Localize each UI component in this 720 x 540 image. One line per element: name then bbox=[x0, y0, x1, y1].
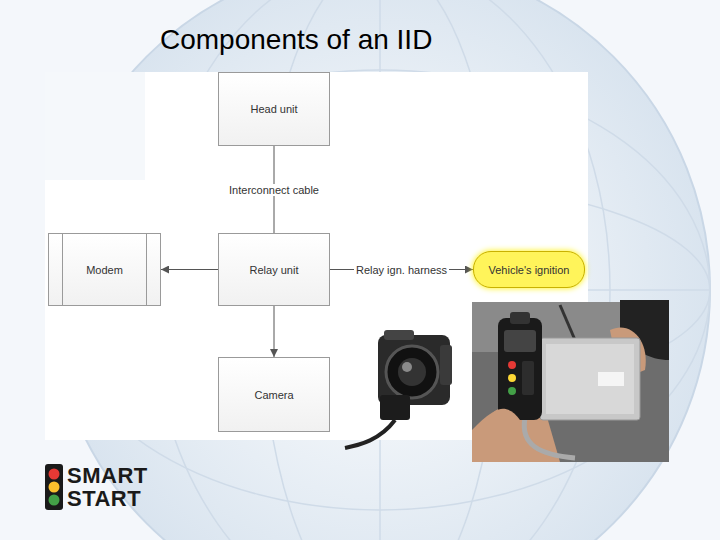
box-divider bbox=[146, 234, 147, 305]
traffic-light-logo bbox=[45, 464, 63, 510]
camera-photo bbox=[345, 330, 452, 448]
node-text: Relay unit bbox=[246, 264, 303, 276]
node-text: Head unit bbox=[246, 103, 301, 115]
connector-arrow bbox=[161, 269, 218, 270]
process-box: Camera bbox=[218, 357, 330, 432]
node-text: Vehicle's ignition bbox=[485, 264, 574, 276]
logo-word: SMART bbox=[67, 465, 148, 487]
diagram-title: Components of an IID bbox=[160, 24, 432, 56]
predefined-process-box: Modem bbox=[48, 233, 161, 306]
terminal-pill: Vehicle's ignition bbox=[473, 251, 585, 288]
node-text: Modem bbox=[82, 264, 127, 276]
logo-word: START bbox=[67, 488, 141, 510]
handset-and-relay-photo bbox=[472, 300, 669, 462]
process-box: Head unit bbox=[218, 72, 330, 146]
connector-label: Interconnect cable bbox=[227, 184, 321, 196]
connector-arrow bbox=[274, 306, 275, 357]
process-box: Relay unit bbox=[218, 233, 330, 306]
connector-label: Relay ign. harness bbox=[354, 264, 449, 276]
node-text: Camera bbox=[250, 389, 297, 401]
box-divider bbox=[62, 234, 63, 305]
